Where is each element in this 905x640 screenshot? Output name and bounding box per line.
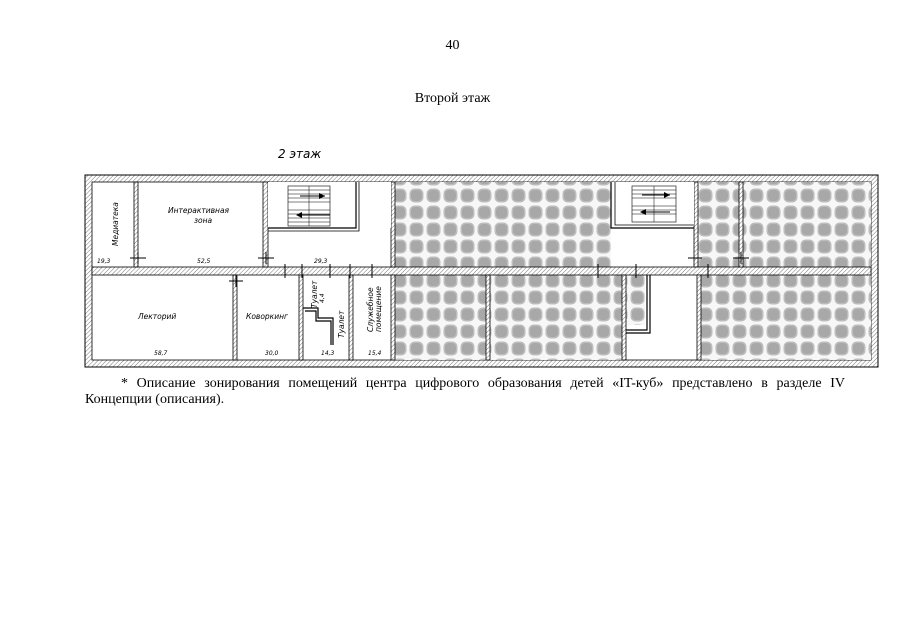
area-coworking: 30,0	[265, 350, 279, 357]
label-interactive-zone-2: зона	[194, 216, 212, 225]
area-toilet-2: 14,3	[321, 350, 335, 357]
label-media-library: Медиатека	[111, 202, 120, 246]
label-toilet-2: Туалет	[337, 310, 346, 338]
label-service-room: Служебное	[366, 287, 375, 332]
tiled-areas	[394, 182, 871, 360]
room-labels: Медиатека 19,3 Интерактивная зона 52,5 2…	[97, 202, 383, 357]
label-lecture-hall: Лекторий	[137, 312, 176, 321]
area-stair-hall: 29,3	[314, 258, 328, 265]
small-enclosure	[626, 275, 651, 334]
area-media-library: 19,3	[97, 258, 111, 265]
toilet-partition	[303, 307, 334, 345]
label-toilet-1: Туалет	[310, 280, 319, 308]
page-heading: Второй этаж	[414, 91, 491, 106]
corridor-wall	[91, 266, 872, 276]
label-coworking: Коворкинг	[246, 312, 288, 321]
stairwell-1	[268, 182, 391, 232]
label-interactive-zone: Интерактивная	[168, 206, 230, 215]
door-marks	[130, 252, 749, 287]
plan-caption: 2 этаж	[278, 147, 321, 161]
footnote: * Описание зонирования помещений центра …	[85, 376, 845, 407]
stairwell-2	[610, 182, 694, 229]
area-service-room: 15,4	[368, 350, 382, 357]
area-toilet-1: 4,4	[319, 293, 326, 303]
area-interactive-zone: 52,5	[197, 258, 211, 265]
partitions-bottom	[232, 274, 702, 361]
partitions-top	[133, 181, 744, 268]
area-lecture-hall: 58,7	[154, 350, 168, 357]
label-service-room-2: помещение	[374, 286, 383, 332]
page-number: 40	[445, 38, 460, 53]
